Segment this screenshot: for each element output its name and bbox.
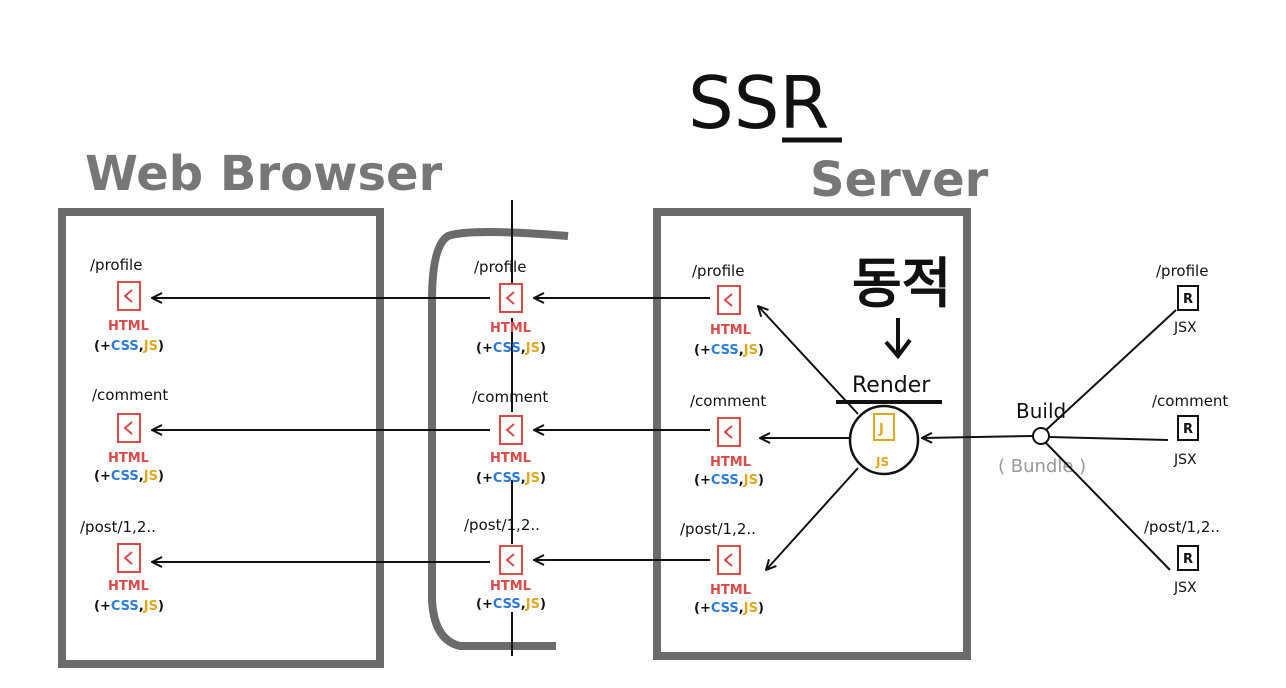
server-item: /comment HTML (+CSS,JS)	[690, 392, 766, 488]
svg-text:(+CSS,JS): (+CSS,JS)	[694, 601, 764, 616]
source-item: /post/1,2.. R JSX	[1144, 518, 1220, 596]
render-js-file-icon: J	[873, 413, 895, 441]
jsx-file-icon	[1177, 415, 1199, 441]
html-file-icon	[499, 283, 523, 313]
source-profile-link	[1045, 309, 1177, 431]
server-item: /post/1,2.. HTML (+CSS,JS)	[680, 520, 764, 616]
svg-text:R: R	[1183, 292, 1193, 307]
source-item: /profile R JSX	[1156, 262, 1208, 336]
svg-text:HTML: HTML	[490, 451, 531, 466]
svg-text:/profile: /profile	[90, 256, 142, 274]
svg-text:HTML: HTML	[490, 579, 531, 594]
html-file-icon	[717, 417, 741, 447]
browser-item: /post/1,2.. HTML (+CSS,JS)	[80, 518, 164, 614]
html-file-icon	[717, 545, 741, 575]
jsx-file-icon	[1177, 285, 1199, 311]
source-item: /comment R JSX	[1152, 392, 1228, 468]
svg-text:/profile: /profile	[1156, 262, 1208, 280]
svg-text:/profile: /profile	[692, 262, 744, 280]
render-to-profile-arrow	[758, 306, 859, 415]
network-item: /comment HTML (+CSS,JS)	[472, 388, 548, 486]
network-item: /post/1,2.. HTML (+CSS,JS)	[464, 516, 546, 612]
server-item: /profile HTML (+CSS,JS)	[692, 262, 764, 358]
svg-text:(+CSS,JS): (+CSS,JS)	[94, 599, 164, 614]
source-comment-link	[1048, 436, 1169, 441]
svg-text:JSX: JSX	[1173, 452, 1197, 468]
dynamic-arrow	[884, 318, 912, 360]
svg-text:(+CSS,JS): (+CSS,JS)	[476, 341, 546, 356]
build-sublabel: ( Bundle )	[998, 456, 1086, 477]
svg-text:HTML: HTML	[108, 319, 149, 334]
svg-text:HTML: HTML	[710, 583, 751, 598]
browser-item: /profile HTML (+CSS,JS)	[90, 256, 164, 354]
network-bracket	[428, 228, 569, 650]
html-file-icon	[717, 285, 741, 315]
svg-text:HTML: HTML	[710, 455, 751, 470]
svg-text:/post/1,2..: /post/1,2..	[80, 518, 156, 536]
browser-title: Web Browser	[85, 146, 443, 202]
render-node	[848, 404, 920, 476]
svg-text:(+CSS,JS): (+CSS,JS)	[94, 339, 164, 354]
svg-text:R: R	[1183, 422, 1193, 437]
render-label: Render	[852, 373, 931, 398]
build-to-render-arrow	[922, 436, 1034, 438]
svg-text:/comment: /comment	[472, 388, 548, 406]
svg-text:(+CSS,JS): (+CSS,JS)	[694, 473, 764, 488]
title-prefix: SS	[688, 61, 779, 145]
html-file-icon	[499, 415, 523, 445]
browser-frame	[58, 208, 384, 668]
svg-text:(+CSS,JS): (+CSS,JS)	[476, 597, 546, 612]
svg-text:HTML: HTML	[108, 579, 149, 594]
render-to-post-arrow	[766, 467, 859, 570]
html-file-icon	[117, 281, 141, 311]
html-file-icon	[117, 413, 141, 443]
svg-text:HTML: HTML	[710, 323, 751, 338]
svg-text:HTML: HTML	[490, 321, 531, 336]
svg-text:SSR: SSR	[688, 61, 829, 145]
dynamic-label: 동적	[852, 252, 951, 315]
diagram-title: SSR	[688, 61, 842, 145]
svg-text:(+CSS,JS): (+CSS,JS)	[694, 343, 764, 358]
svg-text:/post/1,2..: /post/1,2..	[1144, 518, 1220, 536]
svg-text:JSX: JSX	[1173, 580, 1197, 596]
svg-text:J: J	[878, 422, 884, 437]
svg-text:/post/1,2..: /post/1,2..	[464, 516, 540, 534]
svg-text:(+CSS,JS): (+CSS,JS)	[94, 469, 164, 484]
title-emphasis: R	[779, 61, 829, 145]
svg-text:HTML: HTML	[108, 451, 149, 466]
source-post-link	[1045, 442, 1171, 571]
html-file-icon	[117, 543, 141, 573]
svg-text:(+CSS,JS): (+CSS,JS)	[476, 471, 546, 486]
server-title: Server	[810, 152, 989, 208]
browser-item: /comment HTML (+CSS,JS)	[92, 386, 168, 484]
jsx-file-icon	[1177, 545, 1199, 571]
network-item: /profile HTML (+CSS,JS)	[474, 258, 546, 356]
html-file-icon	[499, 545, 523, 575]
svg-text:R: R	[1183, 552, 1193, 567]
svg-text:/profile: /profile	[474, 258, 526, 276]
svg-text:/comment: /comment	[1152, 392, 1228, 410]
svg-text:/post/1,2..: /post/1,2..	[680, 520, 756, 538]
svg-text:/comment: /comment	[690, 392, 766, 410]
svg-text:/comment: /comment	[92, 386, 168, 404]
server-frame	[653, 208, 971, 660]
render-file-label: JS	[875, 455, 889, 469]
svg-text:JSX: JSX	[1173, 320, 1197, 336]
